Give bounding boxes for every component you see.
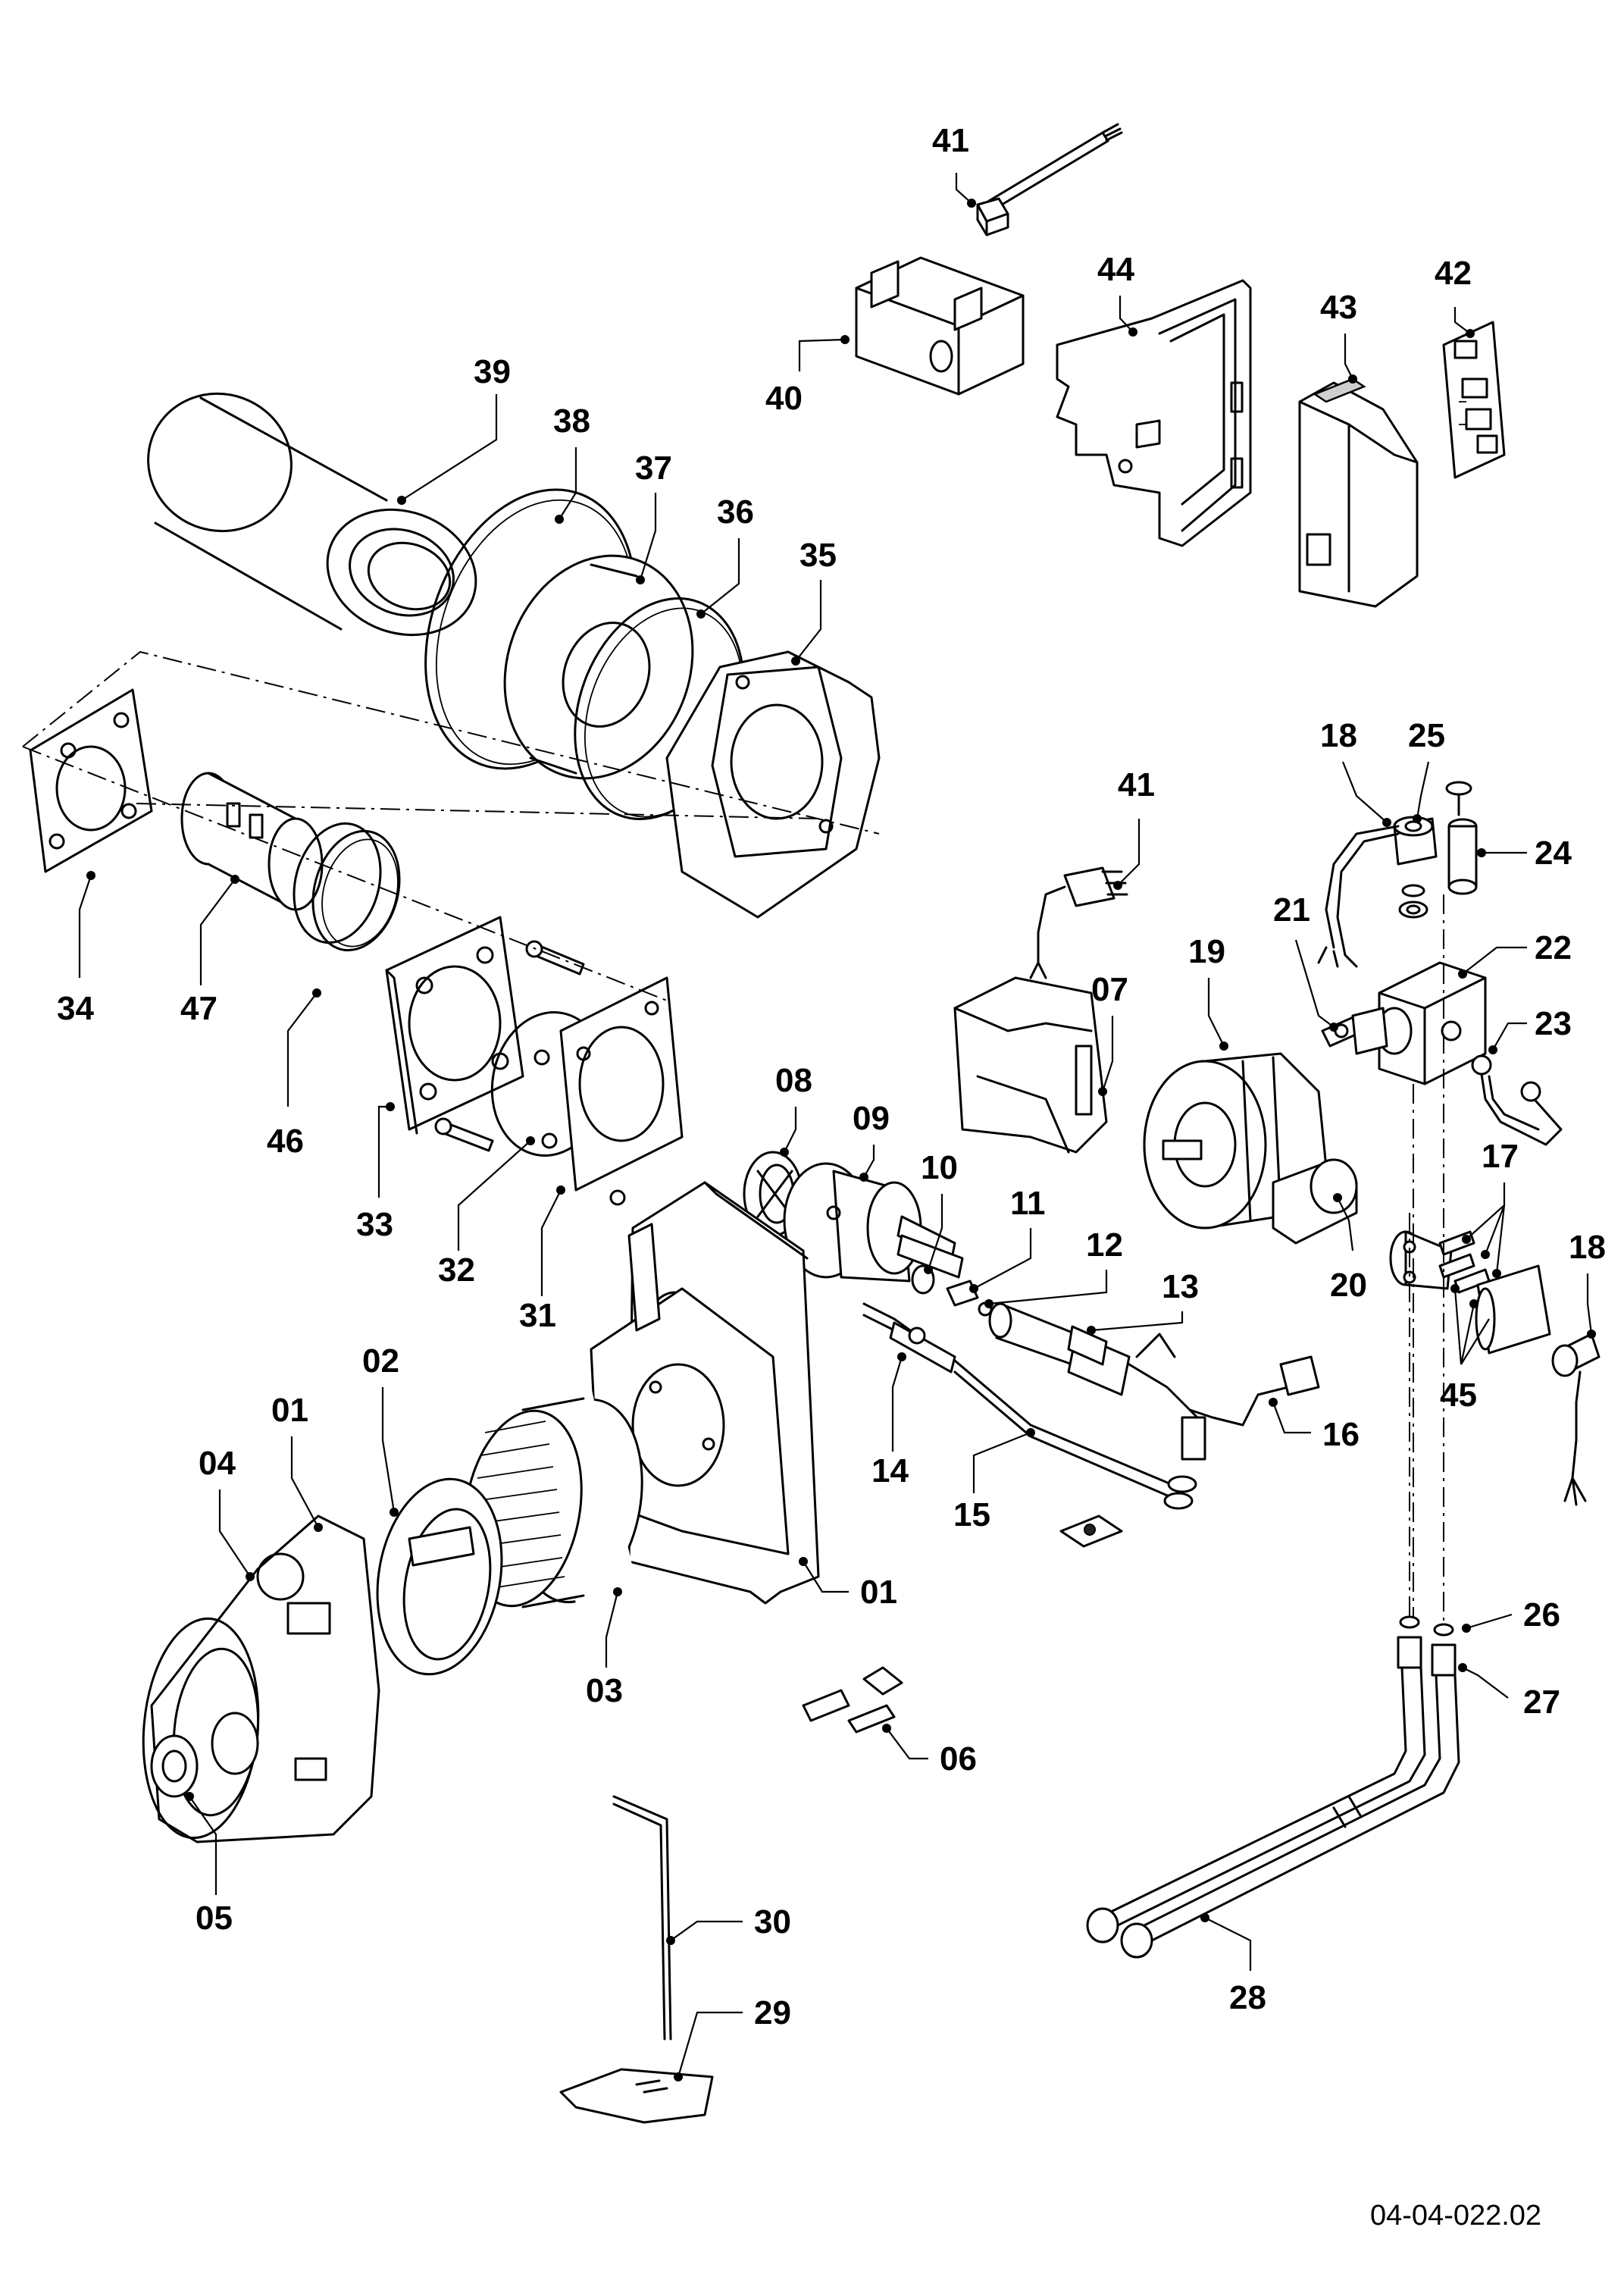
callout-21: 21 [1273, 891, 1310, 929]
callout-04: 04 [199, 1445, 236, 1482]
callout-47: 47 [180, 990, 217, 1027]
part-06-brackets [802, 1666, 903, 1734]
callout-16: 16 [1322, 1416, 1360, 1453]
callout-08: 08 [775, 1062, 812, 1099]
callout-25: 25 [1408, 717, 1445, 754]
part-34-gasket [29, 688, 153, 873]
part-47-cylinder [180, 772, 324, 911]
callout-31: 31 [519, 1297, 556, 1334]
part-37-cone [503, 554, 694, 780]
callout-28: 28 [1229, 1979, 1266, 2016]
callout-18-top: 18 [1320, 717, 1357, 754]
part-41-sensor-top [976, 123, 1123, 236]
callout-19: 19 [1188, 933, 1225, 970]
callout-labels: 41 40 44 43 42 39 38 37 36 35 34 47 46 3… [57, 122, 1606, 2031]
leader-lines [78, 173, 1596, 2081]
callout-38: 38 [553, 402, 590, 440]
part-46-o-rings [293, 822, 401, 952]
part-07-cover [953, 976, 1108, 1154]
part-41-cable-connector [1029, 866, 1128, 979]
callout-43: 43 [1320, 289, 1357, 326]
callout-07: 07 [1091, 971, 1128, 1008]
part-05-front-housing [142, 1514, 380, 1843]
assembly-axis-line [22, 746, 668, 1001]
callout-20: 20 [1330, 1267, 1367, 1304]
callout-14: 14 [871, 1452, 909, 1489]
part-35-flange-housing [665, 650, 881, 919]
callout-36: 36 [717, 493, 754, 531]
part-44-mounting-plate [1056, 279, 1252, 547]
callout-13: 13 [1162, 1268, 1199, 1305]
part-02-inlet-ring [376, 1477, 503, 1676]
part-42-circuit-board [1442, 321, 1506, 479]
callout-11: 11 [1010, 1185, 1046, 1222]
part-25-solenoid-coil [1317, 816, 1438, 968]
part-29-plate [559, 2068, 714, 2124]
callout-44: 44 [1097, 251, 1134, 288]
part-31-plate [534, 976, 684, 1206]
callout-06: 06 [940, 1740, 977, 1778]
callout-41-mid: 41 [1118, 766, 1155, 803]
callout-09: 09 [853, 1100, 890, 1137]
callout-01-left: 01 [271, 1392, 308, 1429]
assembly-axis-line [136, 803, 819, 819]
part-39-blast-tube [147, 392, 477, 637]
callout-24: 24 [1535, 835, 1572, 872]
part-27-fittings [1397, 1636, 1457, 1677]
callout-33: 33 [356, 1206, 393, 1243]
callout-01-right: 01 [860, 1574, 897, 1611]
callout-37: 37 [635, 449, 672, 487]
part-43-control-box [1298, 377, 1419, 608]
callout-23: 23 [1535, 1005, 1572, 1042]
drawing-reference-number: 04-04-022.02 [1370, 2200, 1541, 2232]
callout-02: 02 [362, 1342, 399, 1380]
callout-32: 32 [438, 1251, 475, 1289]
part-19-motor [1143, 1052, 1328, 1229]
part-09-nozzle-holder [783, 1162, 964, 1283]
callout-34: 34 [57, 990, 94, 1027]
part-24-valve-stem [1445, 781, 1478, 895]
callout-30: 30 [754, 1903, 791, 1940]
callout-10: 10 [921, 1149, 958, 1186]
part-18-plug-cable [1551, 1333, 1601, 1506]
callout-41-top: 41 [932, 122, 969, 159]
callout-18-right: 18 [1569, 1229, 1606, 1266]
part-28-oil-hoses [1086, 1666, 1460, 1959]
part-15-ignition-cables [953, 1359, 1197, 1548]
part-40-ignition-transformer [855, 256, 1025, 396]
callout-03: 03 [586, 1672, 623, 1709]
part-20-coupling [1272, 1158, 1358, 1245]
callout-22: 22 [1535, 929, 1572, 966]
part-30-hex-key [612, 1795, 672, 2041]
callout-17: 17 [1482, 1138, 1519, 1175]
part-17-fittings [1389, 1230, 1491, 1294]
part-16-cable-connector [1181, 1355, 1320, 1461]
callout-12: 12 [1086, 1226, 1123, 1264]
part-14-electrodes [862, 1302, 956, 1373]
part-45-heater-element [1475, 1264, 1551, 1355]
callout-40: 40 [765, 380, 803, 417]
callout-46: 46 [267, 1123, 304, 1160]
callout-05: 05 [196, 1900, 233, 1937]
callout-26: 26 [1523, 1596, 1560, 1633]
part-22-pump [1351, 961, 1487, 1085]
callout-29: 29 [754, 1994, 791, 2031]
part-13-preheater [988, 1302, 1199, 1419]
callout-45: 45 [1440, 1377, 1477, 1414]
callout-42: 42 [1435, 255, 1472, 292]
callout-39: 39 [474, 353, 511, 390]
callout-27: 27 [1523, 1684, 1560, 1721]
part-26-seal-rings [1399, 1615, 1454, 1637]
part-23-gauge-connection [1471, 1054, 1563, 1146]
callout-35: 35 [799, 537, 837, 574]
part-10-o-ring [911, 1264, 935, 1295]
callout-15: 15 [953, 1496, 990, 1533]
assembly-axis-line [22, 650, 880, 835]
part-33-mounting-flange [385, 916, 585, 1152]
